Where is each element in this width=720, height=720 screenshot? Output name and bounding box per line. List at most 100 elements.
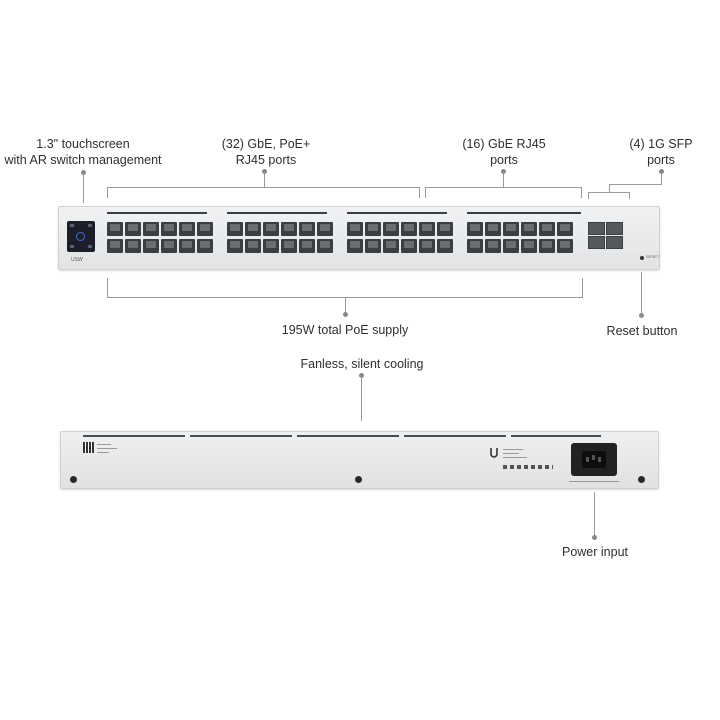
qr-code-icon <box>83 442 94 453</box>
rj45-port[interactable] <box>245 222 261 236</box>
rj45-ports-leader-dot <box>501 169 506 174</box>
rj45-port[interactable] <box>347 239 363 253</box>
rj45-port[interactable] <box>503 222 519 236</box>
poe-ports-leader-dot <box>262 169 267 174</box>
rj45-port[interactable] <box>485 239 501 253</box>
sfp-port[interactable] <box>588 222 605 235</box>
rj45-port[interactable] <box>401 239 417 253</box>
rj45-port[interactable] <box>161 239 177 253</box>
rj45-port[interactable] <box>539 222 555 236</box>
poe-supply-bracket-right <box>582 278 583 298</box>
rj45-port[interactable] <box>263 239 279 253</box>
rubber-foot <box>638 476 645 483</box>
rj45-port[interactable] <box>383 222 399 236</box>
rj45-port[interactable] <box>227 222 243 236</box>
rubber-foot <box>70 476 77 483</box>
rj45-port[interactable] <box>143 239 159 253</box>
port-group-4 <box>467 222 575 254</box>
rj45-port[interactable] <box>383 239 399 253</box>
socket-pin <box>586 457 589 462</box>
rj45-port[interactable] <box>299 239 315 253</box>
rj45-port[interactable] <box>317 222 333 236</box>
rj45-port[interactable] <box>419 239 435 253</box>
power-rating-text <box>569 481 619 482</box>
rj45-port[interactable] <box>227 239 243 253</box>
rj45-port[interactable] <box>557 239 573 253</box>
rj45-ports-bracket-left <box>425 187 426 198</box>
rj45-port[interactable] <box>521 239 537 253</box>
sticker-text-line <box>97 444 111 445</box>
rj45-port[interactable] <box>365 239 381 253</box>
brand-logo-icon <box>490 448 498 458</box>
rear-vent <box>404 435 506 437</box>
switch-front-panel: USW RESET <box>58 206 660 270</box>
rear-vent <box>190 435 292 437</box>
rj45-port[interactable] <box>485 222 501 236</box>
rj45-port[interactable] <box>263 222 279 236</box>
rj45-port[interactable] <box>437 222 453 236</box>
poe-supply-label: 195W total PoE supply <box>281 323 409 337</box>
port-group-bar <box>467 212 567 214</box>
switch-rear-panel <box>60 431 659 489</box>
power-input-leader-dot <box>592 535 597 540</box>
rj45-port[interactable] <box>503 239 519 253</box>
rj45-port[interactable] <box>467 222 483 236</box>
power-inlet[interactable] <box>571 443 617 476</box>
rj45-ports-bracket-right <box>581 187 582 198</box>
serial-label-sticker <box>83 442 123 460</box>
rj45-port[interactable] <box>179 239 195 253</box>
screen-status-icon <box>70 224 74 227</box>
rj45-port[interactable] <box>299 222 315 236</box>
poe-ports-bracket-right <box>419 187 420 198</box>
port-group-2 <box>227 222 335 254</box>
rj45-ports-leader <box>503 172 504 187</box>
rj45-port[interactable] <box>125 222 141 236</box>
rj45-port[interactable] <box>365 222 381 236</box>
rj45-ports-bracket <box>425 187 582 188</box>
rj45-port[interactable] <box>197 239 213 253</box>
fanless-leader-dot <box>359 373 364 378</box>
sticker-text-line <box>97 452 109 453</box>
rj45-port[interactable] <box>539 239 555 253</box>
rj45-port[interactable] <box>401 222 417 236</box>
rj45-port[interactable] <box>197 222 213 236</box>
port-group-1 <box>107 222 215 254</box>
rj45-port[interactable] <box>557 222 573 236</box>
sfp-ports-label: (4) 1G SFP ports <box>629 137 693 167</box>
rj45-port[interactable] <box>143 222 159 236</box>
rear-vent <box>297 435 399 437</box>
regulatory-text-line <box>503 449 523 450</box>
rj45-port[interactable] <box>281 222 297 236</box>
rj45-port[interactable] <box>317 239 333 253</box>
rj45-port[interactable] <box>161 222 177 236</box>
rj45-port[interactable] <box>521 222 537 236</box>
rj45-port[interactable] <box>467 239 483 253</box>
sfp-ports-bracket <box>588 192 630 193</box>
rear-vent <box>511 435 601 437</box>
rj45-port[interactable] <box>107 239 123 253</box>
poe-ports-bracket-left <box>107 187 108 198</box>
rj45-port[interactable] <box>107 222 123 236</box>
reset-button[interactable] <box>640 256 644 260</box>
sfp-port[interactable] <box>588 236 605 249</box>
rj45-port[interactable] <box>125 239 141 253</box>
rj45-port[interactable] <box>179 222 195 236</box>
rj45-port[interactable] <box>245 239 261 253</box>
sfp-port[interactable] <box>606 222 623 235</box>
rubber-foot <box>355 476 362 483</box>
touchscreen-display[interactable] <box>67 221 95 252</box>
rj45-ports-label: (16) GbE RJ45 ports <box>462 137 546 167</box>
model-badge: USW <box>71 257 83 263</box>
poe-supply-bracket-left <box>107 278 108 298</box>
sfp-ports-bracket-right <box>629 192 630 199</box>
sfp-ports-elbow-v <box>609 184 610 192</box>
rear-vent <box>83 435 185 437</box>
screen-status-icon <box>70 245 74 248</box>
rj45-port[interactable] <box>281 239 297 253</box>
rj45-port[interactable] <box>347 222 363 236</box>
regulatory-text-line <box>503 453 519 454</box>
sfp-ports-elbow-h <box>609 184 662 185</box>
rj45-port[interactable] <box>419 222 435 236</box>
sfp-port[interactable] <box>606 236 623 249</box>
rj45-port[interactable] <box>437 239 453 253</box>
